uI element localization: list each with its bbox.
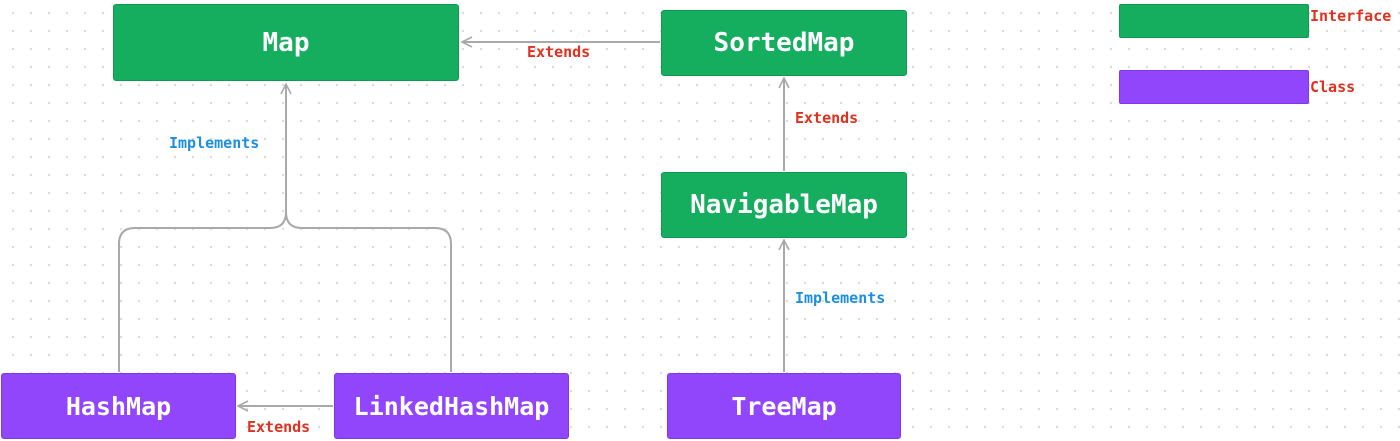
node-treemap-label: TreeMap [731, 391, 837, 421]
edge-linkedhashmap-branch [285, 211, 452, 372]
node-linkedhashmap-label: LinkedHashMap [353, 391, 550, 421]
node-map-label: Map [262, 27, 310, 58]
node-map[interactable]: Map [113, 4, 459, 81]
node-linkedhashmap[interactable]: LinkedHashMap [334, 373, 569, 439]
legend-interface-label: Interface [1310, 7, 1392, 25]
node-sortedmap-label: SortedMap [713, 28, 855, 58]
edge-label-linkedhashmap-extends-hashmap: Extends [247, 418, 311, 436]
node-treemap[interactable]: TreeMap [667, 373, 901, 439]
legend-class-label: Class [1310, 78, 1356, 96]
edge-label-sortedmap-extends-map: Extends [527, 43, 591, 61]
node-navigablemap[interactable]: NavigableMap [661, 172, 907, 238]
edge-label-navigablemap-extends-sortedmap: Extends [795, 109, 859, 127]
node-navigablemap-label: NavigableMap [690, 190, 878, 220]
legend-interface-swatch [1119, 4, 1309, 38]
node-sortedmap[interactable]: SortedMap [661, 10, 907, 76]
node-hashmap[interactable]: HashMap [1, 373, 236, 439]
node-hashmap-label: HashMap [65, 391, 172, 421]
edge-label-classes-implement-map: Implements [169, 134, 260, 152]
edge-classes-to-map [118, 84, 286, 372]
edge-label-treemap-implements-navigablemap: Implements [795, 289, 886, 307]
legend-class-swatch [1119, 70, 1309, 104]
